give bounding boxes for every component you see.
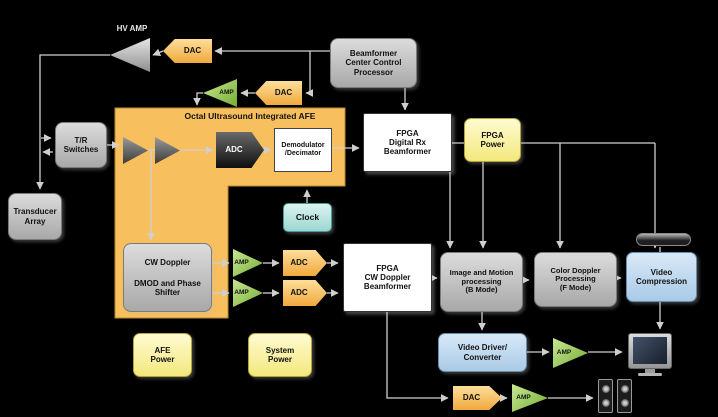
fpga-power: FPGA Power bbox=[464, 118, 521, 162]
speakers-icon bbox=[598, 379, 632, 413]
afe-region-title: Octal Ultrasound Integrated AFE bbox=[184, 111, 316, 121]
cw-doppler-line2: DMOD and Phase Shifter bbox=[134, 278, 201, 297]
image-and-motion-processing: Image and Motion processing (B Mode) bbox=[440, 252, 523, 312]
fpga-digital-rx-beamformer: FPGA Digital Rx Beamformer bbox=[363, 113, 452, 172]
color-doppler-line2: (F Mode) bbox=[559, 282, 592, 292]
video-driver-converter: Video Driver/ Converter bbox=[438, 333, 527, 372]
color-doppler-processing: Color Doppler Processing (F Mode) bbox=[534, 252, 617, 307]
connector bbox=[152, 48, 164, 56]
tv-stand bbox=[645, 369, 655, 373]
fpga-cw-doppler-beamformer: FPGA CW Doppler Beamformer bbox=[343, 243, 432, 312]
dac-tx-block: DAC bbox=[163, 39, 212, 63]
afe-power: AFE Power bbox=[133, 333, 192, 377]
transducer-array: Transducer Array bbox=[8, 193, 62, 240]
tv-icon bbox=[628, 333, 672, 369]
connector bbox=[386, 312, 449, 402]
system-power: System Power bbox=[248, 333, 312, 377]
speaker-left bbox=[598, 379, 613, 413]
connector bbox=[305, 51, 314, 97]
cw-doppler-dmod-phase-shifter: CW Doppler DMOD and Phase Shifter bbox=[123, 243, 212, 312]
tr-switches: T/R Switches bbox=[55, 122, 107, 168]
cw-doppler-line1: CW Doppler bbox=[144, 257, 191, 267]
beamformer-center-control-processor: Beamformer Center Control Processor bbox=[330, 38, 417, 88]
hv-amp-label: HV AMP bbox=[116, 24, 148, 33]
fpga-rx-name: Digital Rx Beamformer bbox=[383, 137, 432, 157]
video-compression: Video Compression bbox=[626, 252, 697, 302]
tv-base bbox=[638, 373, 662, 376]
fpga-cw-name: CW Doppler Beamformer bbox=[363, 272, 412, 292]
fpga-label: FPGA bbox=[396, 128, 419, 138]
connector bbox=[193, 92, 203, 106]
clock-block: Clock bbox=[283, 203, 332, 232]
fpga-label: FPGA bbox=[376, 263, 399, 273]
connector bbox=[36, 54, 110, 190]
speaker-right bbox=[617, 379, 632, 413]
demodulator-decimator: Demodulator /Decimator bbox=[274, 128, 332, 172]
tv-screen bbox=[633, 337, 667, 364]
color-doppler-line1: Color Doppler Processing bbox=[550, 265, 601, 284]
image-motion-line1: Image and Motion processing bbox=[449, 268, 514, 286]
image-motion-line2: (B Mode) bbox=[465, 285, 498, 295]
media-device-icon bbox=[636, 233, 691, 246]
dac-cw-block: DAC bbox=[255, 81, 302, 105]
